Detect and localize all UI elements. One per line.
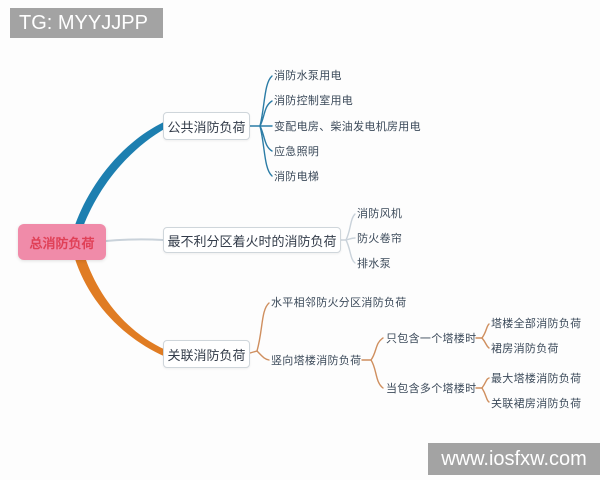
mindmap-leaf[interactable]: 消防控制室用电: [274, 95, 354, 107]
tg-watermark-badge: TG: MYYJJPP: [10, 8, 163, 38]
mindmap-leaf[interactable]: 只包含一个塔楼时: [386, 333, 477, 345]
branch-curve-orange: [75, 257, 166, 357]
mindmap-leaf[interactable]: 变配电房、柴油发电机房用电: [274, 121, 421, 133]
mindmap-leaf[interactable]: 水平相邻防火分区消防负荷: [271, 297, 407, 309]
branch-related-fire-load[interactable]: 关联消防负荷: [163, 340, 250, 368]
mindmap-leaf[interactable]: 关联裙房消防负荷: [491, 398, 582, 410]
mindmap-leaf[interactable]: 应急照明: [274, 146, 320, 158]
mindmap-leaf[interactable]: 裙房消防负荷: [491, 343, 559, 355]
mindmap-leaf[interactable]: 排水泵: [357, 258, 391, 270]
root-node[interactable]: 总消防负荷: [18, 224, 106, 260]
branch-line-middle: [105, 238, 164, 242]
mindmap-leaf[interactable]: 当包含多个塔楼时: [386, 383, 477, 395]
mindmap-leaf[interactable]: 消防风机: [357, 208, 403, 220]
site-watermark-badge: www.iosfxw.com: [428, 443, 600, 475]
branch-public-fire-load[interactable]: 公共消防负荷: [163, 112, 250, 140]
leaf-lines-gray: [340, 213, 356, 264]
mindmap-leaf[interactable]: 竖向塔楼消防负荷: [271, 355, 362, 367]
leaf-lines-blue: [249, 75, 273, 177]
branch-curve-blue: [75, 121, 166, 227]
mindmap-leaf[interactable]: 塔楼全部消防负荷: [491, 318, 582, 330]
branch-worst-zone-fire-load[interactable]: 最不利分区着火时的消防负荷: [163, 227, 341, 253]
mindmap-leaf[interactable]: 消防电梯: [274, 171, 320, 183]
leaf-lines-tan: [249, 302, 490, 403]
mindmap-leaf[interactable]: 最大塔楼消防负荷: [491, 373, 582, 385]
mindmap-leaf[interactable]: 消防水泵用电: [274, 70, 342, 82]
mindmap-leaf[interactable]: 防火卷帘: [357, 233, 403, 245]
